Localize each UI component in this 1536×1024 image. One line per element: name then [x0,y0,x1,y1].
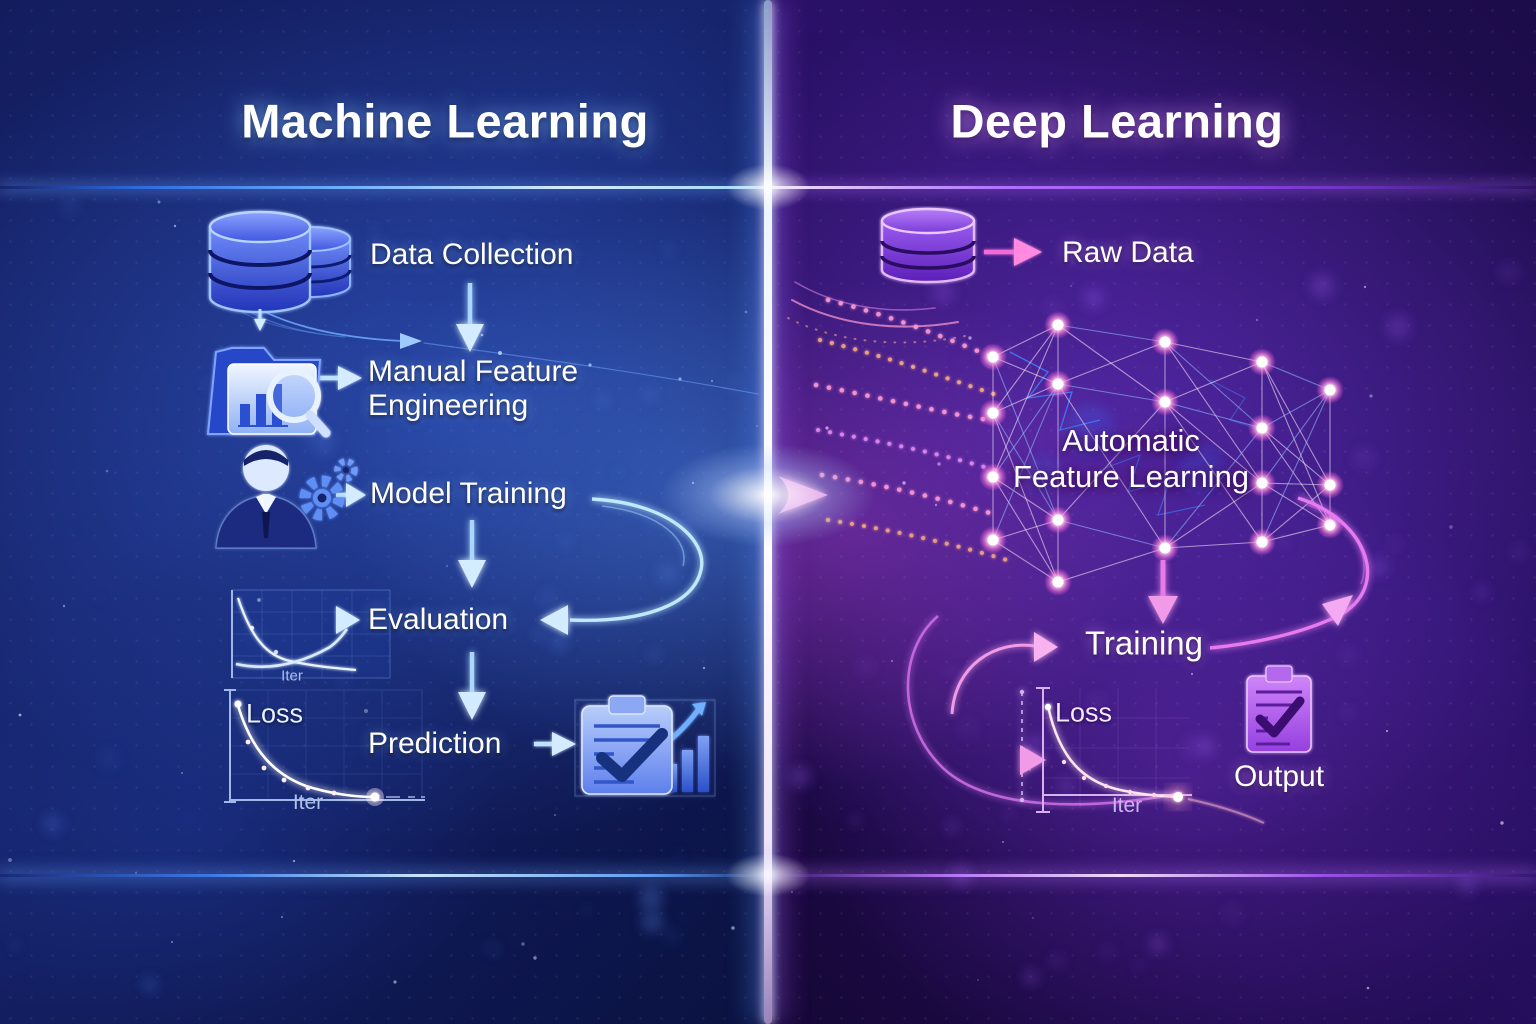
network-down-arrow [1148,560,1178,624]
step-label-evaluation: Evaluation [368,603,509,637]
bokeh-right [789,262,1526,985]
raw-data-label: Raw Data [1062,236,1194,270]
report-checklist-icon [574,694,716,805]
step-label-model-training: Model Training [370,477,567,511]
output-report-icon [1242,664,1316,763]
network-caption-line1: Automatic [1062,423,1200,458]
loss-chart-right [1036,687,1265,824]
database-icon [200,205,360,342]
right-loss-axis-label: Loss [1055,697,1113,728]
folder-search-icon [202,338,336,451]
evaluation-loop-arrow [540,497,704,635]
step-label-data-collection: Data Collection [370,238,574,272]
training-loop-arrows [906,496,1370,806]
loss-chart-left [224,689,425,806]
right-loss-xaxis-label: Iter [1111,794,1143,817]
neural-network [979,311,1344,596]
flow-down-arrows-left [456,283,486,720]
step-label-prediction: Prediction [368,727,502,761]
deep-learning-panel [768,0,1536,1024]
pink-swoosh-lines [787,281,966,344]
data-stream-dots [813,297,1013,564]
network-edges [992,324,1331,583]
center-beam-arrow [560,476,905,514]
left-loss-axis-label: Loss [246,698,304,729]
raw-data-database-icon [876,206,980,295]
network-nodes [979,311,1344,596]
machine-learning-panel [0,0,768,1024]
raw-data-arrow [984,238,1042,266]
output-label: Output [1233,760,1325,794]
eval-chart-xaxis-label: Iter [281,667,303,685]
network-caption-line2: Feature Learning [1012,459,1250,494]
left-title: Machine Learning [241,94,649,148]
evaluation-chart-icon [231,589,391,679]
training-label: Training [1085,624,1203,662]
left-loss-xaxis-label: Iter [292,791,324,814]
step-label-manual-feature-engineering: Manual Feature Engineering [368,355,579,422]
center-divider-line [764,0,772,1024]
engineer-gears-icon [198,438,366,557]
right-title: Deep Learning [950,94,1284,148]
step-connector-arrows-left [318,366,576,756]
